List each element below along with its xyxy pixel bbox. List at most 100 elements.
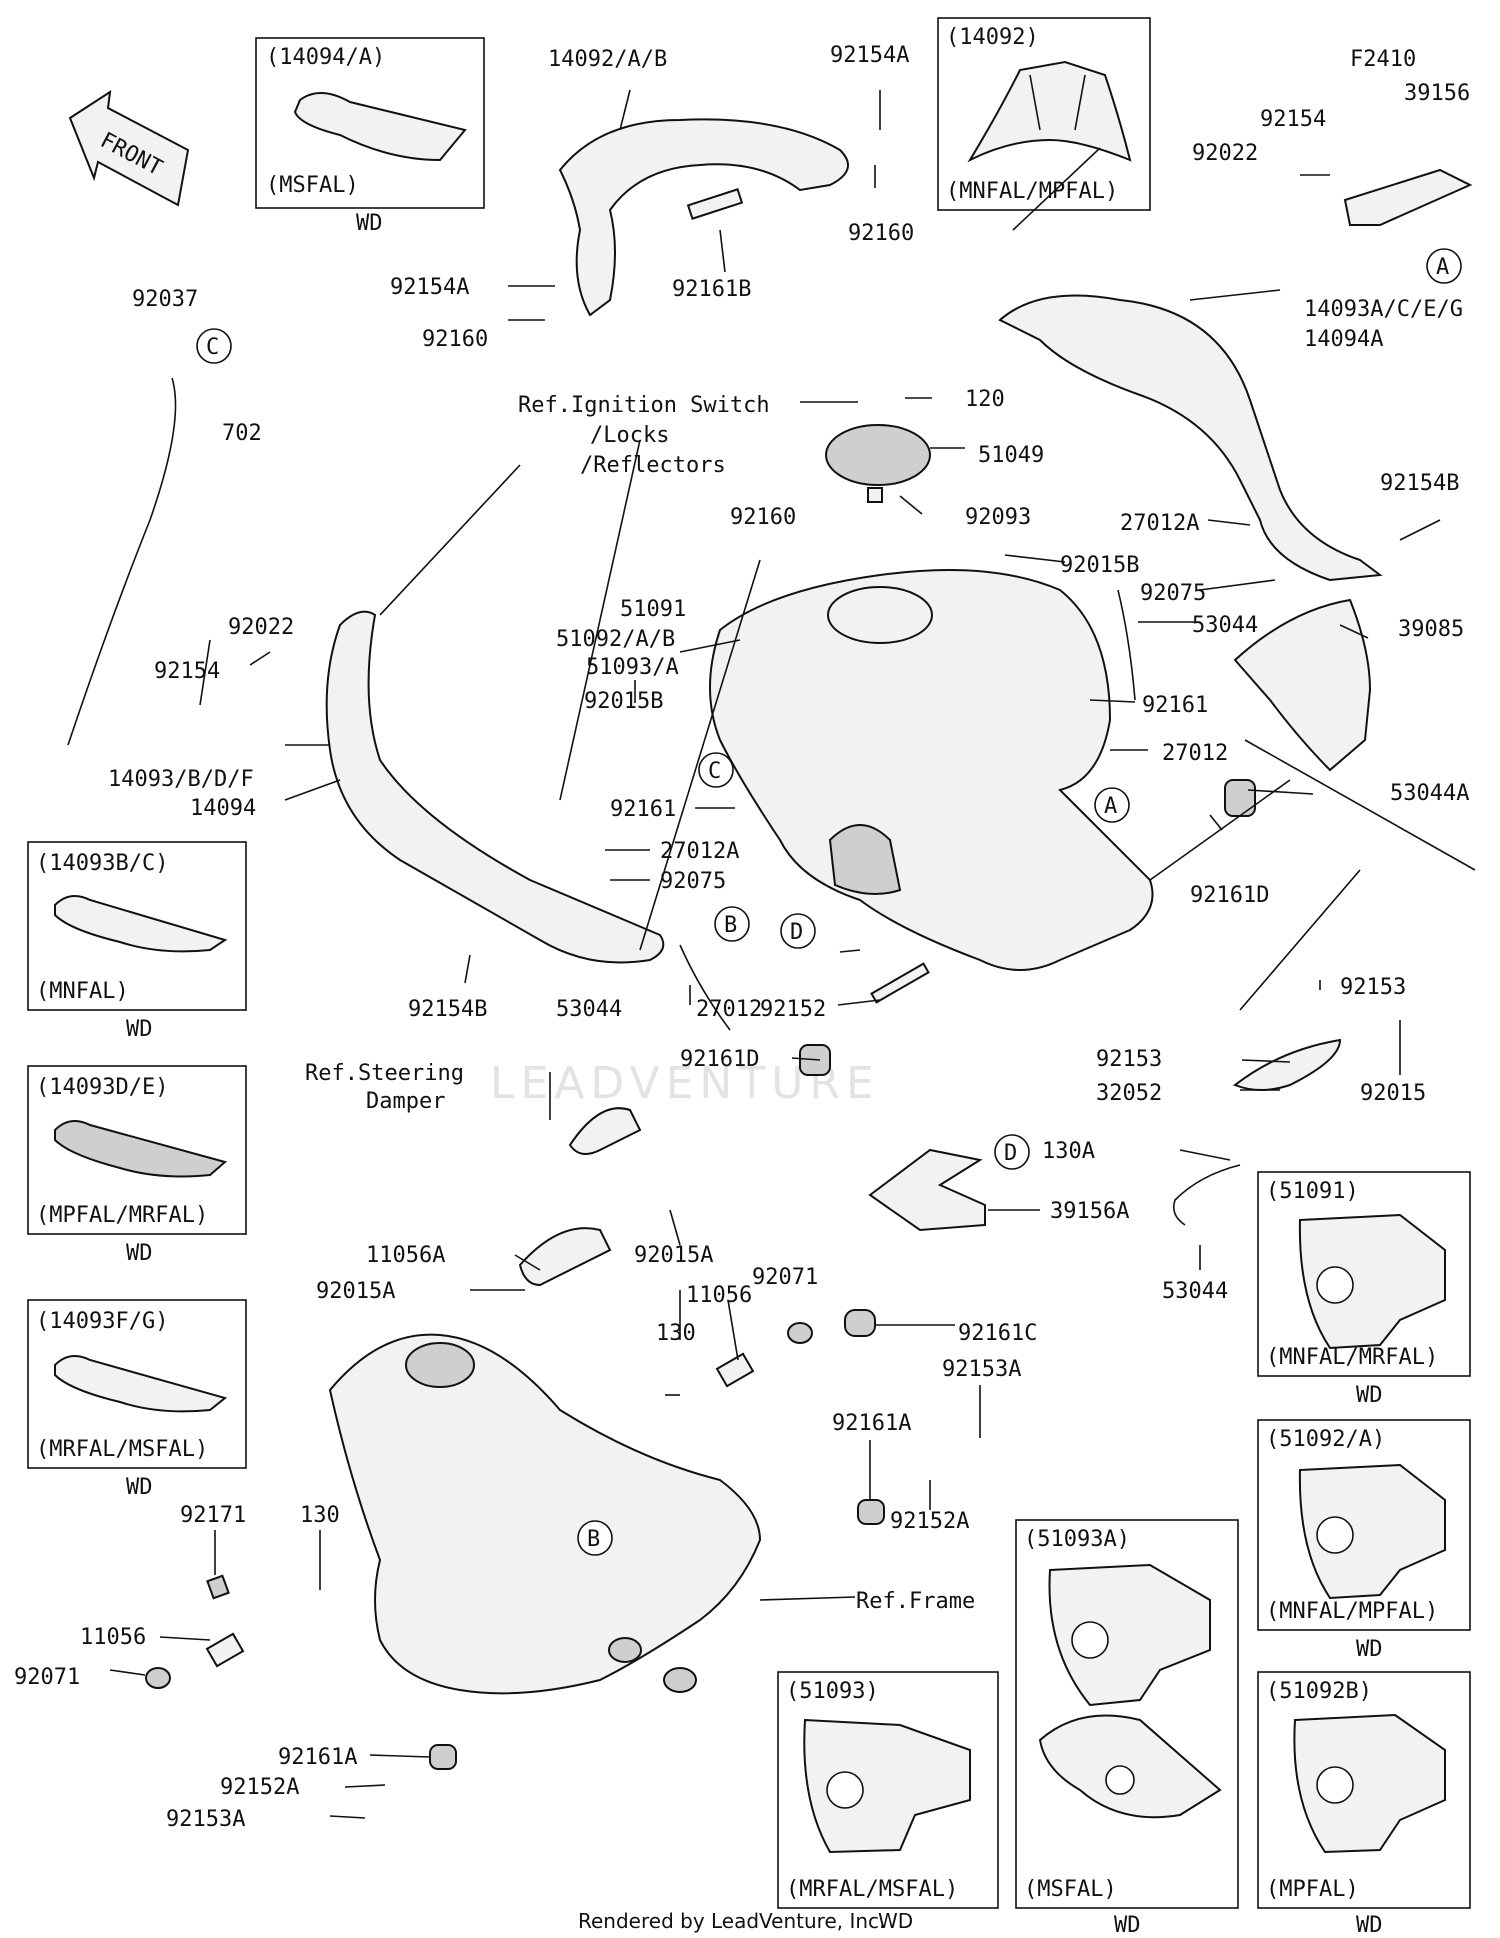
part-label: 27012 [1162, 741, 1228, 766]
part-label: 92160 [848, 221, 914, 246]
part-label: 39085 [1398, 617, 1464, 642]
part-label: 92161D [1190, 883, 1269, 908]
inset-title: (14093F/G) [36, 1309, 168, 1334]
inset-wd: WD [1356, 1637, 1383, 1662]
inset-title: (51092B) [1266, 1679, 1372, 1704]
inset-variant: (MNFAL/MPFAL) [946, 179, 1118, 204]
frame-mount-boss [663, 1667, 697, 1693]
inset-title: (14094/A) [266, 45, 385, 70]
inset-wd: WD [1356, 1383, 1383, 1408]
right-side-fairing [998, 294, 1383, 582]
inset-51093: (51093) (MRFAL/MSFAL) [777, 1671, 999, 1909]
inset-title: (51093A) [1024, 1527, 1130, 1552]
part-label: 14094 [190, 796, 256, 821]
part-label: 92161C [958, 1321, 1037, 1346]
inset-14093bc: (14093B/C) (MNFAL) WD [27, 841, 247, 1042]
part-label: 51091 [620, 597, 686, 622]
callout-a-top-right: A [1426, 248, 1462, 284]
part-label: 92152 [760, 997, 826, 1022]
part-label: 92022 [228, 615, 294, 640]
part-label: 39156A [1050, 1199, 1129, 1224]
inset-51092a: (51092/A) (MNFAL/MPFAL) WD [1257, 1419, 1471, 1662]
part-label: 92152A [890, 1509, 969, 1534]
clip-92171 [206, 1574, 230, 1600]
tank-filler-ring [827, 586, 933, 644]
inset-variant: (MRFAL/MSFAL) [786, 1877, 958, 1902]
footer-rendered-by: Rendered by LeadVenture, Inc. [578, 1909, 885, 1933]
inset-51092b: (51092B) (MPFAL) WD [1257, 1671, 1471, 1938]
part-label: 92075 [1140, 581, 1206, 606]
part-label: 92171 [180, 1503, 246, 1528]
part-label: 11056A [366, 1243, 445, 1268]
washer-92071-left [145, 1667, 171, 1689]
washer-92071-top [787, 1322, 813, 1344]
part-label: Ref.Ignition Switch [518, 393, 770, 418]
fuel-pump-plate [828, 824, 902, 895]
callout-b-tank: B [714, 906, 750, 942]
inset-variant: (MSFAL) [266, 173, 359, 198]
inset-title: (51091) [1266, 1179, 1359, 1204]
inset-variant: (MPFAL) [1266, 1877, 1359, 1902]
part-label: 92015B [584, 689, 663, 714]
frame-steering-head [405, 1342, 475, 1388]
inset-title: (51092/A) [1266, 1427, 1385, 1452]
part-label: 53044 [1192, 613, 1258, 638]
part-label: 27012A [660, 839, 739, 864]
filler-cap-51049 [825, 424, 931, 486]
callout-letter: A [1436, 255, 1449, 280]
upper-cowl [558, 118, 849, 317]
part-label: 14093/B/D/F [108, 767, 254, 792]
inset-variant: (MPFAL/MRFAL) [36, 1203, 208, 1228]
part-label: Ref.Frame [856, 1589, 975, 1614]
part-label: 39156 [1404, 81, 1470, 106]
inset-wd: WD [126, 1475, 153, 1500]
part-label: 92015B [1060, 553, 1139, 578]
inset-wd: WD [1356, 1913, 1383, 1938]
part-label: /Locks [590, 423, 669, 448]
part-label: 92154B [1380, 471, 1459, 496]
inset-wd: WD [1114, 1913, 1141, 1938]
damper-92161c [844, 1309, 876, 1337]
part-label: 92154B [408, 997, 487, 1022]
front-arrow: FRONT [68, 89, 190, 207]
part-label: 92022 [1192, 141, 1258, 166]
part-label: 92071 [752, 1265, 818, 1290]
part-label: 14092/A/B [548, 47, 667, 72]
part-label: F2410 [1350, 47, 1416, 72]
bracket-11056a [518, 1227, 612, 1287]
callout-d-sticker: D [994, 1134, 1030, 1170]
inset-wd: WD [126, 1017, 153, 1042]
part-label: 130A [1042, 1139, 1095, 1164]
hose-702 [67, 377, 177, 746]
callout-d-tank: D [780, 913, 816, 949]
callout-a-tank: A [1094, 787, 1130, 823]
part-labels: 14092/A/B 92154A 92160 92161B 92154A 921… [14, 43, 1470, 1832]
callout-letter: C [708, 759, 721, 784]
hose-53044-bottom [1172, 1164, 1241, 1226]
inset-51093a: (51093A) (MSFAL) WD [1015, 1519, 1239, 1938]
part-label: 51093/A [586, 655, 679, 680]
part-label: 92161B [672, 277, 751, 302]
part-label: 92153 [1096, 1047, 1162, 1072]
part-label: 92015A [634, 1243, 713, 1268]
part-label: 92154 [1260, 107, 1326, 132]
part-label: Ref.Steering [305, 1061, 464, 1086]
frame [328, 1333, 762, 1695]
callout-letter: B [587, 1527, 600, 1552]
part-label: 92161D [680, 1047, 759, 1072]
part-label: 14093A/C/E/G [1304, 297, 1463, 322]
inset-14093fg: (14093F/G) (MRFAL/MSFAL) WD [27, 1299, 247, 1500]
part-label: 92071 [14, 1665, 80, 1690]
inset-title: (14093D/E) [36, 1075, 168, 1100]
part-label: 92154A [830, 43, 909, 68]
inset-14093de: (14093D/E) (MPFAL/MRFAL) WD [27, 1065, 247, 1266]
hose-53044-left [679, 944, 731, 1031]
part-label: 92075 [660, 869, 726, 894]
inset-title: (51093) [786, 1679, 879, 1704]
hose-53044-right [1117, 589, 1136, 701]
part-label: 92161 [1142, 693, 1208, 718]
inset-variant: (MNFAL) [36, 979, 129, 1004]
inset-wd: WD [126, 1241, 153, 1266]
bracket-11056-top [715, 1352, 755, 1388]
inset-variant: (MNFAL/MRFAL) [1266, 1345, 1438, 1370]
